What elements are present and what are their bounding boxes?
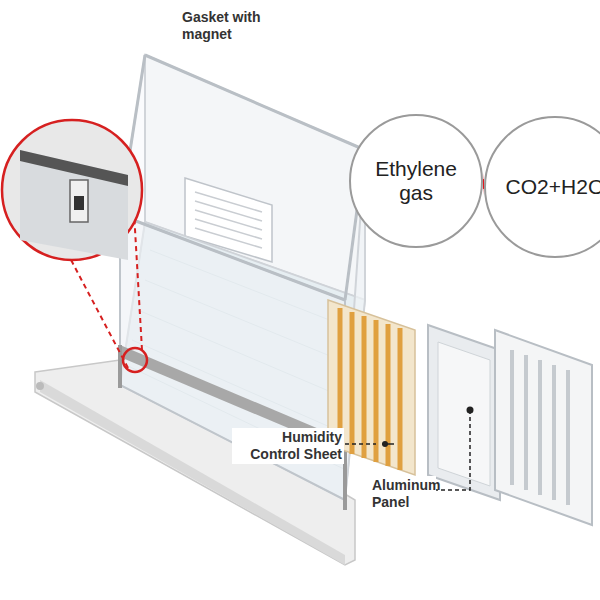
part-label: Gasket with magnet [180,8,304,44]
gas-circle: Ethylene gas [349,114,483,248]
gas-text: Ethylene gas [351,157,481,205]
gas-text: CO2+H2O [498,175,600,199]
part-label: Humidity Control Sheet [232,428,344,464]
part-label: Aluminum Panel [370,476,436,512]
gas-circle: CO2+H2O [484,116,600,258]
